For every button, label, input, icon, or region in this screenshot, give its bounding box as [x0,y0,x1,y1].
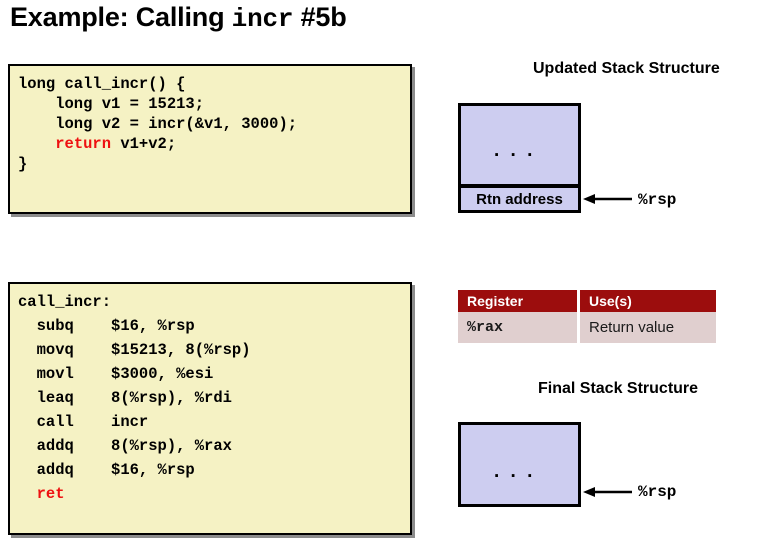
final-stack-pointer-arrow-icon [583,487,632,497]
code-line: movl $3000, %esi [18,362,410,386]
code-text [18,135,55,153]
code-text: long v2 = incr(&v1, 3000); [18,115,298,133]
code-text: call incr [18,413,149,431]
assembly-code-box: call_incr: subq $16, %rsp movq $15213, 8… [8,282,412,535]
code-line: movq $15213, 8(%rsp) [18,338,410,362]
table-cell-register: %rax [458,312,580,343]
code-line: call_incr: [18,290,410,314]
page-title-prefix: Example: Calling [10,2,232,32]
code-line: return v1+v2; [18,134,410,154]
updated-stack-ellipsis: . . . [494,140,536,161]
code-line: long v1 = 15213; [18,94,410,114]
code-keyword: ret [36,485,65,503]
code-text: movq $15213, 8(%rsp) [18,341,251,359]
final-stack-ellipsis: . . . [494,461,536,482]
code-text: leaq 8(%rsp), %rdi [18,389,232,407]
code-line: long call_incr() { [18,74,410,94]
updated-stack-pointer-arrow-icon [583,194,632,204]
code-text: long v1 = 15213; [18,95,205,113]
final-stack-heading: Final Stack Structure [538,380,699,397]
rtn-address-label: Rtn address [476,190,563,208]
c-source-code-box: long call_incr() { long v1 = 15213; long… [8,64,412,214]
table-header-row: Register Use(s) [458,290,716,312]
table-header-register: Register [458,290,580,312]
code-line: subq $16, %rsp [18,314,410,338]
final-stack-rsp-label: %rsp [638,483,677,501]
table-header-uses: Use(s) [578,290,716,312]
final-stack-cell [458,422,581,507]
updated-stack-heading: Updated Stack Structure [533,60,720,77]
table-cell-use: Return value [578,312,716,343]
code-text [18,485,37,503]
code-line: addq $16, %rsp [18,458,410,482]
page-title-suffix: #5b [293,2,347,32]
updated-stack-rtn-address-cell: Rtn address [458,185,581,213]
code-line: addq 8(%rsp), %rax [18,434,410,458]
code-text: long call_incr() { [18,75,186,93]
updated-stack-upper-cell [458,103,581,187]
page-title: Example: Calling incr #5b [10,2,347,34]
register-usage-table: Register Use(s) %rax Return value [458,290,716,343]
table-row: %rax Return value [458,312,716,343]
page-title-mono: incr [231,4,294,34]
updated-stack-rsp-label: %rsp [638,191,677,209]
code-text: } [18,155,28,173]
code-line: ret [18,482,410,506]
code-line: } [18,154,410,174]
code-line: leaq 8(%rsp), %rdi [18,386,410,410]
code-keyword: return [55,135,112,153]
code-text: movl $3000, %esi [18,365,214,383]
code-line: call incr [18,410,410,434]
code-text: addq $16, %rsp [18,461,195,479]
code-text: call_incr: [18,293,112,311]
code-text: v1+v2; [111,135,177,153]
code-text: addq 8(%rsp), %rax [18,437,232,455]
code-text: subq $16, %rsp [18,317,195,335]
code-line: long v2 = incr(&v1, 3000); [18,114,410,134]
